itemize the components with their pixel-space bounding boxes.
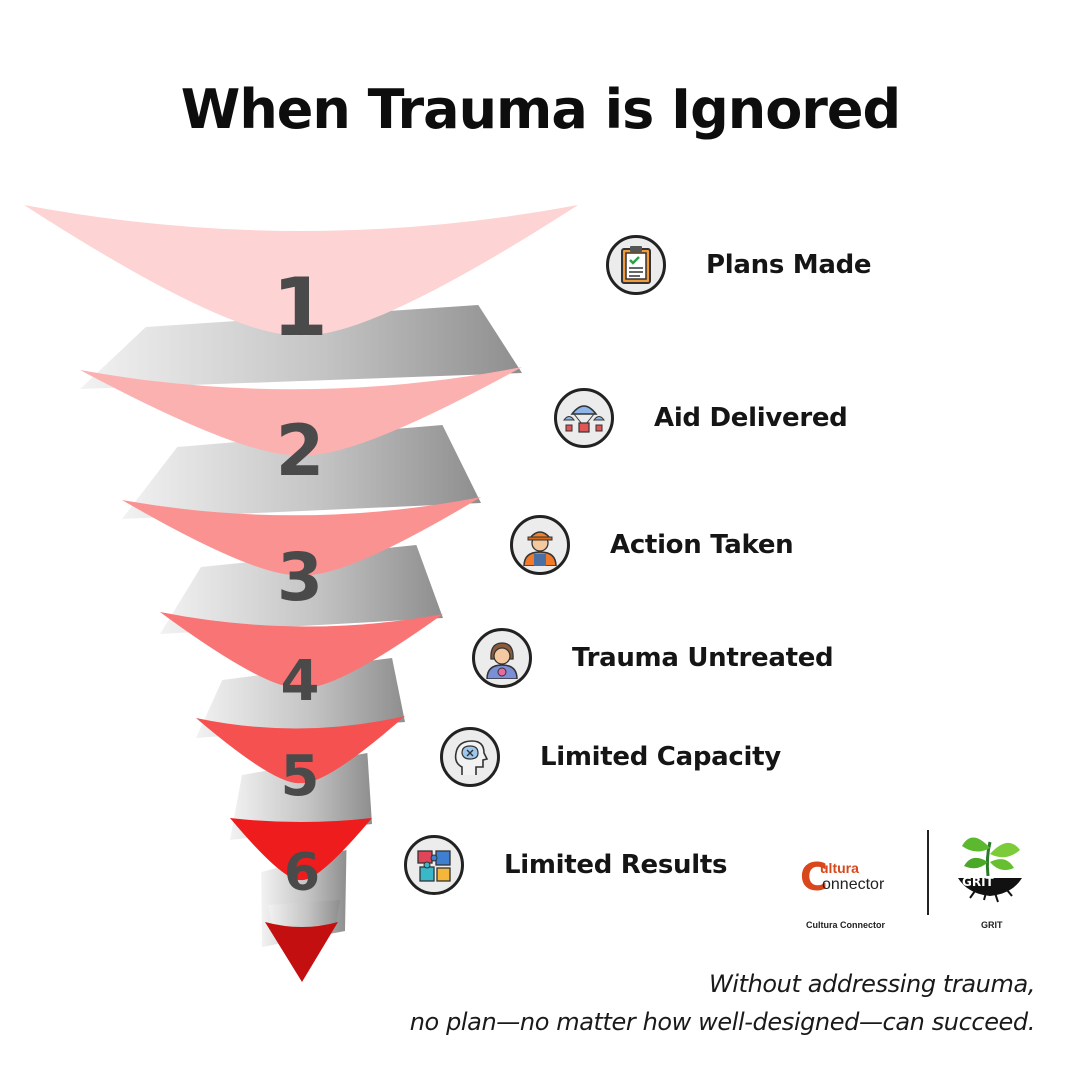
head-brain-icon (440, 727, 500, 787)
funnel-number-6: 6 (284, 843, 320, 903)
cc-logo-bottom-word: onnector (822, 876, 885, 893)
step-label: Trauma Untreated (572, 643, 834, 673)
funnel-twist-5 (230, 753, 372, 840)
step-trauma-untreated: Trauma Untreated (472, 625, 834, 691)
funnel-band-2 (80, 367, 522, 456)
tagline: Without addressing trauma, no plan—no ma… (409, 965, 1036, 1041)
page-title: When Trauma is Ignored (180, 78, 901, 141)
step-label: Limited Results (504, 850, 728, 880)
funnel-tip (265, 922, 338, 982)
funnel-number-3: 3 (277, 539, 323, 616)
funnel-number-1: 1 (272, 261, 328, 354)
cc-logo-top-word: ultura (820, 860, 859, 876)
puzzle-pieces-icon (404, 835, 464, 895)
grit-logo-wordmark: GRIT (962, 875, 995, 889)
funnel-number-5: 5 (281, 744, 320, 809)
funnel-twist-3 (160, 545, 443, 634)
step-aid-delivered: Aid Delivered (554, 385, 848, 451)
step-label: Aid Delivered (654, 403, 848, 433)
grit-sprout-logo: GRIT (958, 837, 1022, 903)
logo-divider (927, 830, 929, 915)
step-label: Plans Made (706, 250, 872, 280)
clipboard-checklist-icon (606, 235, 666, 295)
step-label: Action Taken (610, 530, 794, 560)
funnel-band-6 (230, 818, 372, 881)
cc-logo-initial: C (800, 855, 828, 899)
funnel-twist-4 (196, 658, 405, 738)
cultura-connector-caption: Cultura Connector (806, 920, 886, 930)
funnel-band-5 (196, 716, 405, 784)
step-plans-made: Plans Made (606, 232, 872, 298)
step-limited-capacity: Limited Capacity (440, 724, 781, 790)
parachute-supplies-icon (554, 388, 614, 448)
funnel-twist-2 (122, 425, 481, 519)
funnel-band-1 (24, 205, 578, 336)
funnel-tip-twist (268, 900, 340, 925)
funnel-diagram: 1 2 3 4 5 6 (24, 205, 578, 982)
funnel-band-3 (122, 497, 481, 576)
distressed-person-icon (472, 628, 532, 688)
cultura-connector-logo: C ultura onnector (800, 858, 900, 898)
funnel-band-4 (160, 612, 443, 689)
tagline-line-1: Without addressing trauma, (708, 970, 1035, 998)
step-label: Limited Capacity (540, 742, 781, 772)
step-limited-results: Limited Results (404, 832, 727, 898)
funnel-twist-1 (80, 305, 522, 389)
funnel-number-2: 2 (276, 410, 325, 492)
worker-hardhat-icon (510, 515, 570, 575)
step-action-taken: Action Taken (510, 512, 794, 578)
partner-logos: C ultura onnector Cultura Connector GRIT… (800, 828, 1040, 938)
grit-caption: GRIT (981, 920, 1003, 930)
tagline-line-2: no plan—no matter how well-designed—can … (409, 1008, 1036, 1036)
funnel-number-4: 4 (281, 649, 320, 714)
